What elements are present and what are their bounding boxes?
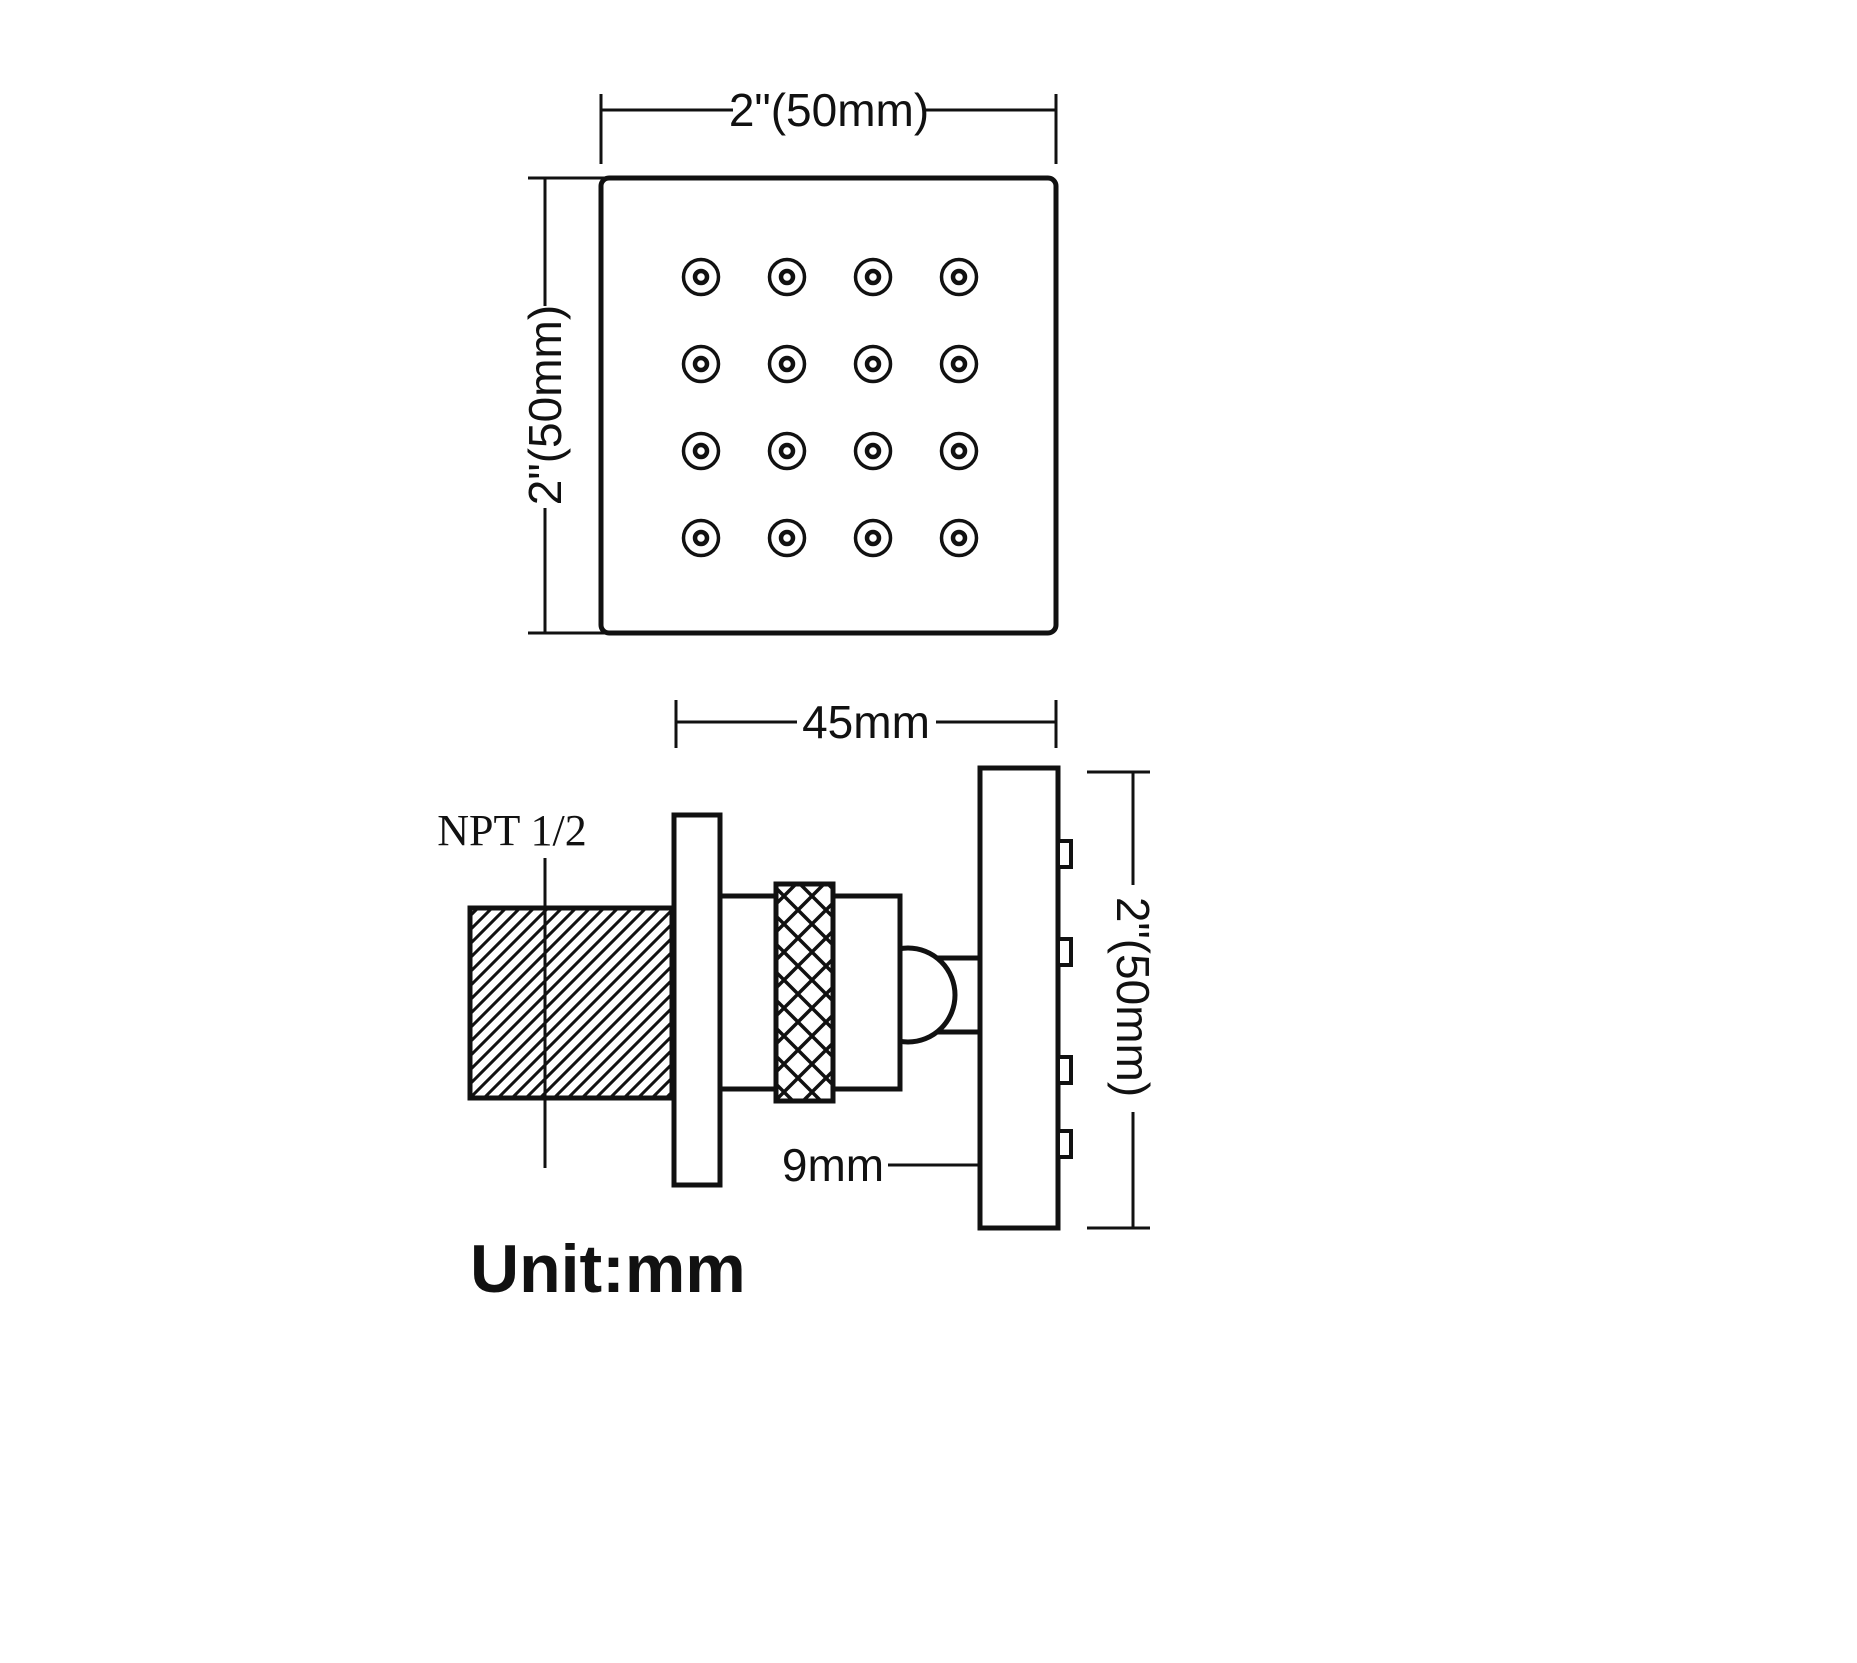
dimension-right-height — [1087, 770, 1150, 1230]
top-view: 2"(50mm) 2"(50mm) — [519, 84, 1059, 636]
wall-flange — [671, 812, 723, 1188]
nozzle-inner-dot — [864, 268, 882, 286]
nozzle-tab — [1056, 1129, 1073, 1159]
nozzle-outer-ring — [939, 431, 979, 471]
nozzle-outer-ring — [681, 431, 721, 471]
nozzle-inner-dot — [778, 442, 796, 460]
nozzle-outer-ring — [939, 518, 979, 558]
left-height-label: 2"(50mm) — [519, 305, 571, 505]
faceplate-front-outline — [598, 175, 1059, 636]
nozzle-outer-ring — [767, 431, 807, 471]
nozzle-outer-ring — [767, 344, 807, 384]
dimension-top-width — [599, 94, 1058, 164]
nozzle-inner-dot — [778, 268, 796, 286]
nozzle-tab — [1056, 839, 1073, 869]
nozzle-outer-ring — [939, 257, 979, 297]
nozzle-inner-dot — [950, 355, 968, 373]
unit-label: Unit:mm — [470, 1231, 746, 1307]
nozzle-tab — [1056, 1055, 1073, 1085]
threaded-pipe — [467, 905, 675, 1101]
side-height-label: 2"(50mm) — [1107, 897, 1159, 1097]
faceplate-nozzle-tabs — [1056, 839, 1073, 1159]
nozzle-inner-dot — [950, 529, 968, 547]
nozzle-tab — [1056, 937, 1073, 967]
nozzle-inner-dot — [778, 529, 796, 547]
nozzle-inner-dot — [778, 355, 796, 373]
nozzle-inner-dot — [950, 442, 968, 460]
thread-label: NPT 1/2 — [437, 806, 587, 855]
nozzle-inner-dot — [950, 268, 968, 286]
faceplate-side-outline — [977, 765, 1061, 1231]
nozzle-grid — [681, 257, 979, 558]
nozzle-outer-ring — [853, 257, 893, 297]
nozzle-inner-dot — [864, 355, 882, 373]
plate-thickness-label: 9mm — [782, 1139, 884, 1191]
nozzle-inner-dot — [692, 529, 710, 547]
top-width-label: 2"(50mm) — [729, 84, 929, 136]
nozzle-outer-ring — [681, 518, 721, 558]
nozzle-inner-dot — [692, 355, 710, 373]
nozzle-inner-dot — [692, 268, 710, 286]
nozzle-inner-dot — [864, 442, 882, 460]
nozzle-inner-dot — [692, 442, 710, 460]
nozzle-outer-ring — [853, 431, 893, 471]
nozzle-outer-ring — [853, 518, 893, 558]
nozzle-outer-ring — [853, 344, 893, 384]
side-view: 45mm NPT 1/2 2"(5 — [437, 696, 1159, 1231]
nozzle-outer-ring — [767, 257, 807, 297]
side-width-label: 45mm — [802, 696, 930, 748]
nozzle-outer-ring — [681, 257, 721, 297]
knurled-nut — [773, 881, 836, 1104]
dimension-45mm — [674, 700, 1058, 748]
nozzle-outer-ring — [939, 344, 979, 384]
nozzle-outer-ring — [681, 344, 721, 384]
nozzle-outer-ring — [767, 518, 807, 558]
nozzle-inner-dot — [864, 529, 882, 547]
dimension-left-height — [528, 176, 616, 635]
